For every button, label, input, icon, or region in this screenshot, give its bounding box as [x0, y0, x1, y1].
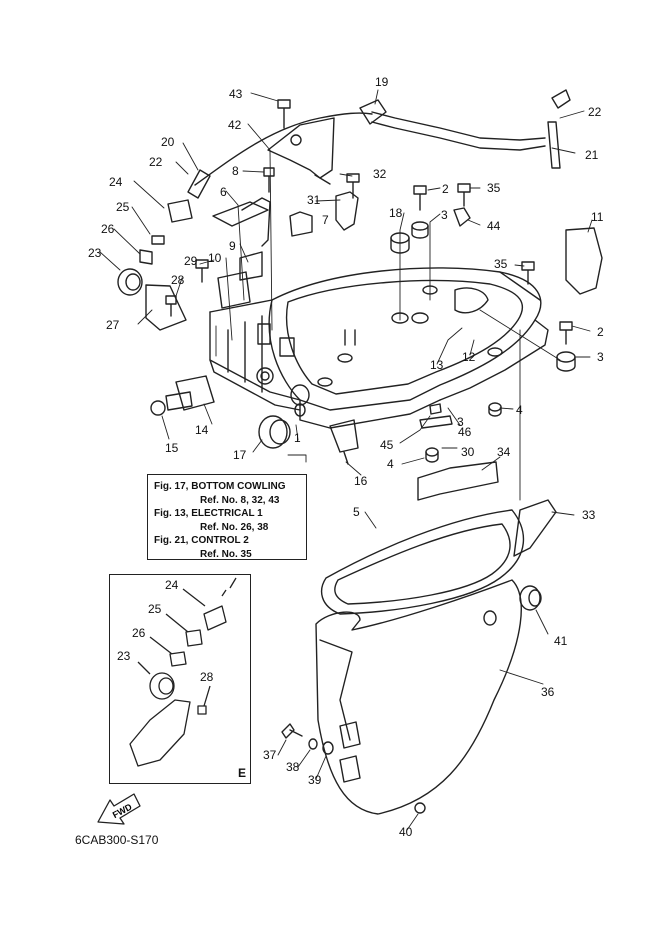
- callout-numbers: 1 2 2 3 3 3 4 4 5 6 7 8 9 10 11 12 13 14…: [88, 75, 604, 839]
- callout-11: 11: [591, 210, 604, 224]
- callout-3: 3: [597, 350, 604, 364]
- callout-22: 22: [588, 105, 602, 119]
- callout-45: 45: [380, 438, 394, 452]
- callout-15: 15: [165, 441, 179, 455]
- inset-callout-23: 23: [117, 649, 131, 663]
- diagram-code: 6CAB300-S170: [75, 833, 159, 847]
- callout-13: 13: [430, 358, 444, 372]
- bracket-42: [267, 117, 335, 185]
- callout-24: 24: [109, 175, 123, 189]
- mount-parts-left: [117, 199, 193, 296]
- callout-16: 16: [354, 474, 368, 488]
- callout-29: 29: [184, 254, 198, 268]
- callout-8: 8: [232, 164, 239, 178]
- callout-21: 21: [585, 148, 599, 162]
- inset-callout-28: 28: [200, 670, 214, 684]
- callout-27: 27: [106, 318, 120, 332]
- callout-38: 38: [286, 760, 300, 774]
- callout-43: 43: [229, 87, 243, 101]
- fwd-arrow-icon: FWD: [97, 793, 141, 825]
- callout-30: 30: [461, 445, 475, 459]
- callout-7: 7: [322, 213, 329, 227]
- callout-1: 1: [294, 431, 301, 445]
- callout-34: 34: [497, 445, 511, 459]
- lower-bolts: [281, 723, 334, 755]
- inset-callout-25: 25: [148, 602, 162, 616]
- callout-41: 41: [554, 634, 568, 648]
- callout-40: 40: [399, 825, 413, 839]
- callout-19: 19: [375, 75, 389, 89]
- fittings: [150, 375, 359, 465]
- inset-frame: E: [109, 574, 251, 784]
- callout-2: 2: [597, 325, 604, 339]
- screws: [165, 99, 573, 345]
- callout-17: 17: [233, 448, 247, 462]
- callout-23: 23: [88, 246, 102, 260]
- note-line-4: Ref. No. 26, 38: [200, 521, 269, 533]
- inset-label: E: [237, 766, 246, 780]
- callout-39: 39: [308, 773, 322, 787]
- callout-37: 37: [263, 748, 277, 762]
- callout-10: 10: [208, 251, 222, 265]
- callout-14: 14: [195, 423, 209, 437]
- callout-44: 44: [487, 219, 501, 233]
- leader-lines: [99, 89, 593, 831]
- callout-20: 20: [161, 135, 175, 149]
- callout-2: 2: [442, 182, 449, 196]
- inset-callout-26: 26: [132, 626, 146, 640]
- note-line-1: Fig. 17, BOTTOM COWLING: [154, 481, 286, 492]
- callout-5: 5: [353, 505, 360, 519]
- callout-28: 28: [171, 273, 185, 287]
- inset-drawing: [129, 577, 237, 767]
- note-line-5: Fig. 21, CONTROL 2: [154, 535, 249, 547]
- callout-18: 18: [389, 206, 403, 220]
- callout-32: 32: [373, 167, 387, 181]
- callout-36: 36: [541, 685, 555, 699]
- cross-reference-note: Fig. 17, BOTTOM COWLING Ref. No. 8, 32, …: [147, 474, 307, 560]
- grommets: [390, 221, 576, 463]
- control-cable: [187, 99, 561, 199]
- callout-9: 9: [229, 239, 236, 253]
- note-line-6: Ref. No. 35: [200, 548, 252, 560]
- callout-6: 6: [220, 185, 227, 199]
- callout-12: 12: [462, 350, 476, 364]
- seal-and-lower-cover: [315, 461, 557, 815]
- callout-46: 46: [458, 425, 472, 439]
- callout-22: 22: [149, 155, 163, 169]
- callout-35: 35: [494, 257, 508, 271]
- callout-35: 35: [487, 181, 501, 195]
- clips-brackets: [145, 89, 603, 331]
- callout-4: 4: [516, 403, 523, 417]
- callout-42: 42: [228, 118, 242, 132]
- callout-26: 26: [101, 222, 115, 236]
- note-line-2: Ref. No. 8, 32, 43: [200, 494, 280, 506]
- callout-25: 25: [116, 200, 130, 214]
- callout-3: 3: [457, 415, 464, 429]
- note-line-3: Fig. 13, ELECTRICAL 1: [154, 508, 263, 520]
- inset-callout-24: 24: [165, 578, 179, 592]
- callout-31: 31: [307, 193, 321, 207]
- callout-33: 33: [582, 508, 596, 522]
- callout-4: 4: [387, 457, 394, 471]
- callout-3: 3: [441, 208, 448, 222]
